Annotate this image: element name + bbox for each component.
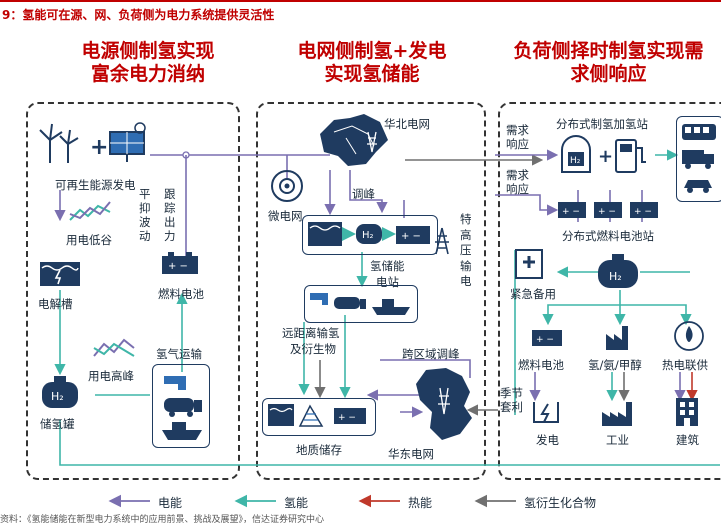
svg-text:+: + (598, 146, 613, 167)
svg-text:+ −: + − (634, 207, 652, 217)
north-grid-label: 华北电网 (384, 117, 430, 131)
high-usage-chart-icon (93, 338, 135, 357)
microgrid-icon (271, 170, 303, 202)
emergency-building-icon (515, 249, 543, 279)
figure-title-bar: 9：氢能可在源、网、负荷侧为电力系统提供灵活性 (0, 0, 721, 24)
uhv-label: 特高压输电 (460, 212, 472, 288)
load-side-region (498, 102, 721, 480)
microgrid-label: 微电网 (268, 209, 303, 223)
electrolyzer-icon (40, 262, 80, 286)
chp-label: 热电联供 (662, 358, 708, 372)
middle-column-title: 电网侧制氢+发电 实现氢储能 (272, 40, 472, 86)
fuel-cell-left-label: 燃料电池 (158, 287, 204, 301)
east-china-map-icon (416, 368, 472, 440)
right-title-line2: 求侧响应 (570, 63, 647, 85)
track-label: 跟踪出力 (164, 187, 176, 243)
h2-station-label-1: 氢储能 (370, 259, 405, 273)
geo-storage-label: 地质储存 (296, 443, 342, 457)
long-transport-label-1: 远距离输氢 (282, 326, 340, 340)
geo-storage-box (262, 398, 376, 436)
chemical-factory-icon (606, 326, 628, 350)
h2-transport-panel (152, 364, 210, 448)
left-title-line2: 富余电力消纳 (90, 63, 205, 85)
middle-title-line1: 电网侧制氢+发电 (297, 40, 447, 62)
legend-hydrogen: 氢能 (284, 496, 309, 510)
h2-storage-station-box (302, 215, 438, 255)
high-usage-label: 用电高峰 (88, 369, 134, 383)
power-gen-icon (533, 402, 559, 423)
chemicals-label: 氢/氨/甲醇 (588, 358, 642, 372)
east-grid-label: 华东电网 (388, 447, 434, 461)
chp-flame-icon (674, 321, 704, 351)
distributed-fc-icons: + − + − + − (558, 202, 658, 218)
distributed-fc-label: 分布式燃料电池站 (562, 229, 654, 243)
grid-side-region (256, 102, 486, 480)
right-column-title: 负荷侧择时制氢实现需 求侧响应 (496, 40, 721, 86)
low-usage-chart-icon (69, 201, 111, 221)
right-title-line1: 负荷侧择时制氢实现需 (513, 40, 704, 62)
geo-storage-icons: + − (268, 404, 366, 427)
building-label: 建筑 (676, 433, 699, 447)
distributed-h2-icons: H₂ + (561, 135, 646, 173)
fuel-cell-left-icon: + − (162, 252, 198, 274)
building-icon (676, 398, 698, 426)
uhv-tower-icon (435, 227, 449, 255)
svg-text:H₂: H₂ (609, 270, 622, 283)
svg-text:H₂: H₂ (570, 156, 581, 166)
fuel-cell-right-icon: + − (532, 330, 562, 346)
source-side-region (26, 102, 240, 480)
low-usage-label: 用电低谷 (66, 233, 112, 247)
source-footer: 资料：《氢能储能在新型电力系统中的应用前景、挑战及展望》，信达证券研究中心 (0, 515, 325, 525)
svg-text:+: + (90, 135, 108, 160)
svg-text:+ −: + − (562, 207, 580, 217)
seasonal-arbitrage-label: 季节套利 (500, 386, 523, 414)
renewable-icon: + (39, 122, 146, 163)
h2-tank-icon: H₂ (42, 376, 78, 408)
svg-text:+ −: + − (168, 261, 188, 272)
middle-title-line2: 实现氢储能 (324, 63, 420, 85)
svg-text:+ −: + − (598, 207, 616, 217)
industry-icon (602, 402, 632, 426)
long-transport-label-2: 及衍生物 (290, 342, 336, 356)
renewable-label: 可再生能源发电 (55, 178, 136, 192)
vehicles-icons (682, 124, 716, 193)
peak-shaving-label: 调峰 (352, 187, 375, 201)
left-column-title: 电源侧制氢实现 富余电力消纳 (48, 40, 248, 86)
fuel-cell-right-label: 燃料电池 (518, 358, 564, 372)
transport-chain-box (304, 285, 418, 323)
demand-response-label-2: 需求响应 (506, 168, 529, 196)
demand-response-label-1: 需求响应 (506, 123, 529, 151)
legend-heat: 热能 (408, 496, 433, 510)
power-gen-label: 发电 (536, 433, 559, 447)
legend-lines (108, 494, 516, 508)
emergency-label: 紧急备用 (510, 287, 556, 301)
left-title-line1: 电源侧制氢实现 (81, 40, 215, 62)
north-china-map-icon (320, 114, 388, 166)
h2-transport-label: 氢气运输 (156, 347, 202, 361)
h2-tank-symbol: H₂ (51, 390, 64, 403)
h2-tank-right-icon: H₂ (598, 254, 638, 288)
cross-region-label: 跨区域调峰 (402, 347, 460, 361)
figure-title: 9：氢能可在源、网、负荷侧为电力系统提供灵活性 (2, 8, 275, 22)
legend-derivatives: 氢衍生化合物 (524, 496, 597, 510)
h2-storage-station-icons: H₂ + − (308, 222, 430, 246)
svg-text:+ −: + − (536, 335, 554, 345)
svg-text:H₂: H₂ (362, 230, 374, 241)
legend-electricity: 电能 (158, 496, 183, 510)
vehicles-panel (676, 116, 721, 202)
h2-tank-label: 储氢罐 (40, 417, 75, 431)
h2-transport-icons (162, 376, 202, 440)
svg-text:+ −: + − (338, 413, 356, 423)
smooth-label: 平抑波动 (139, 187, 151, 243)
svg-text:+ −: + − (401, 231, 421, 242)
electrolyzer-label: 电解槽 (38, 297, 73, 311)
distributed-h2-label: 分布式制氢加氢站 (556, 117, 648, 131)
transport-chain-icons (310, 293, 410, 315)
industry-label: 工业 (606, 433, 629, 447)
